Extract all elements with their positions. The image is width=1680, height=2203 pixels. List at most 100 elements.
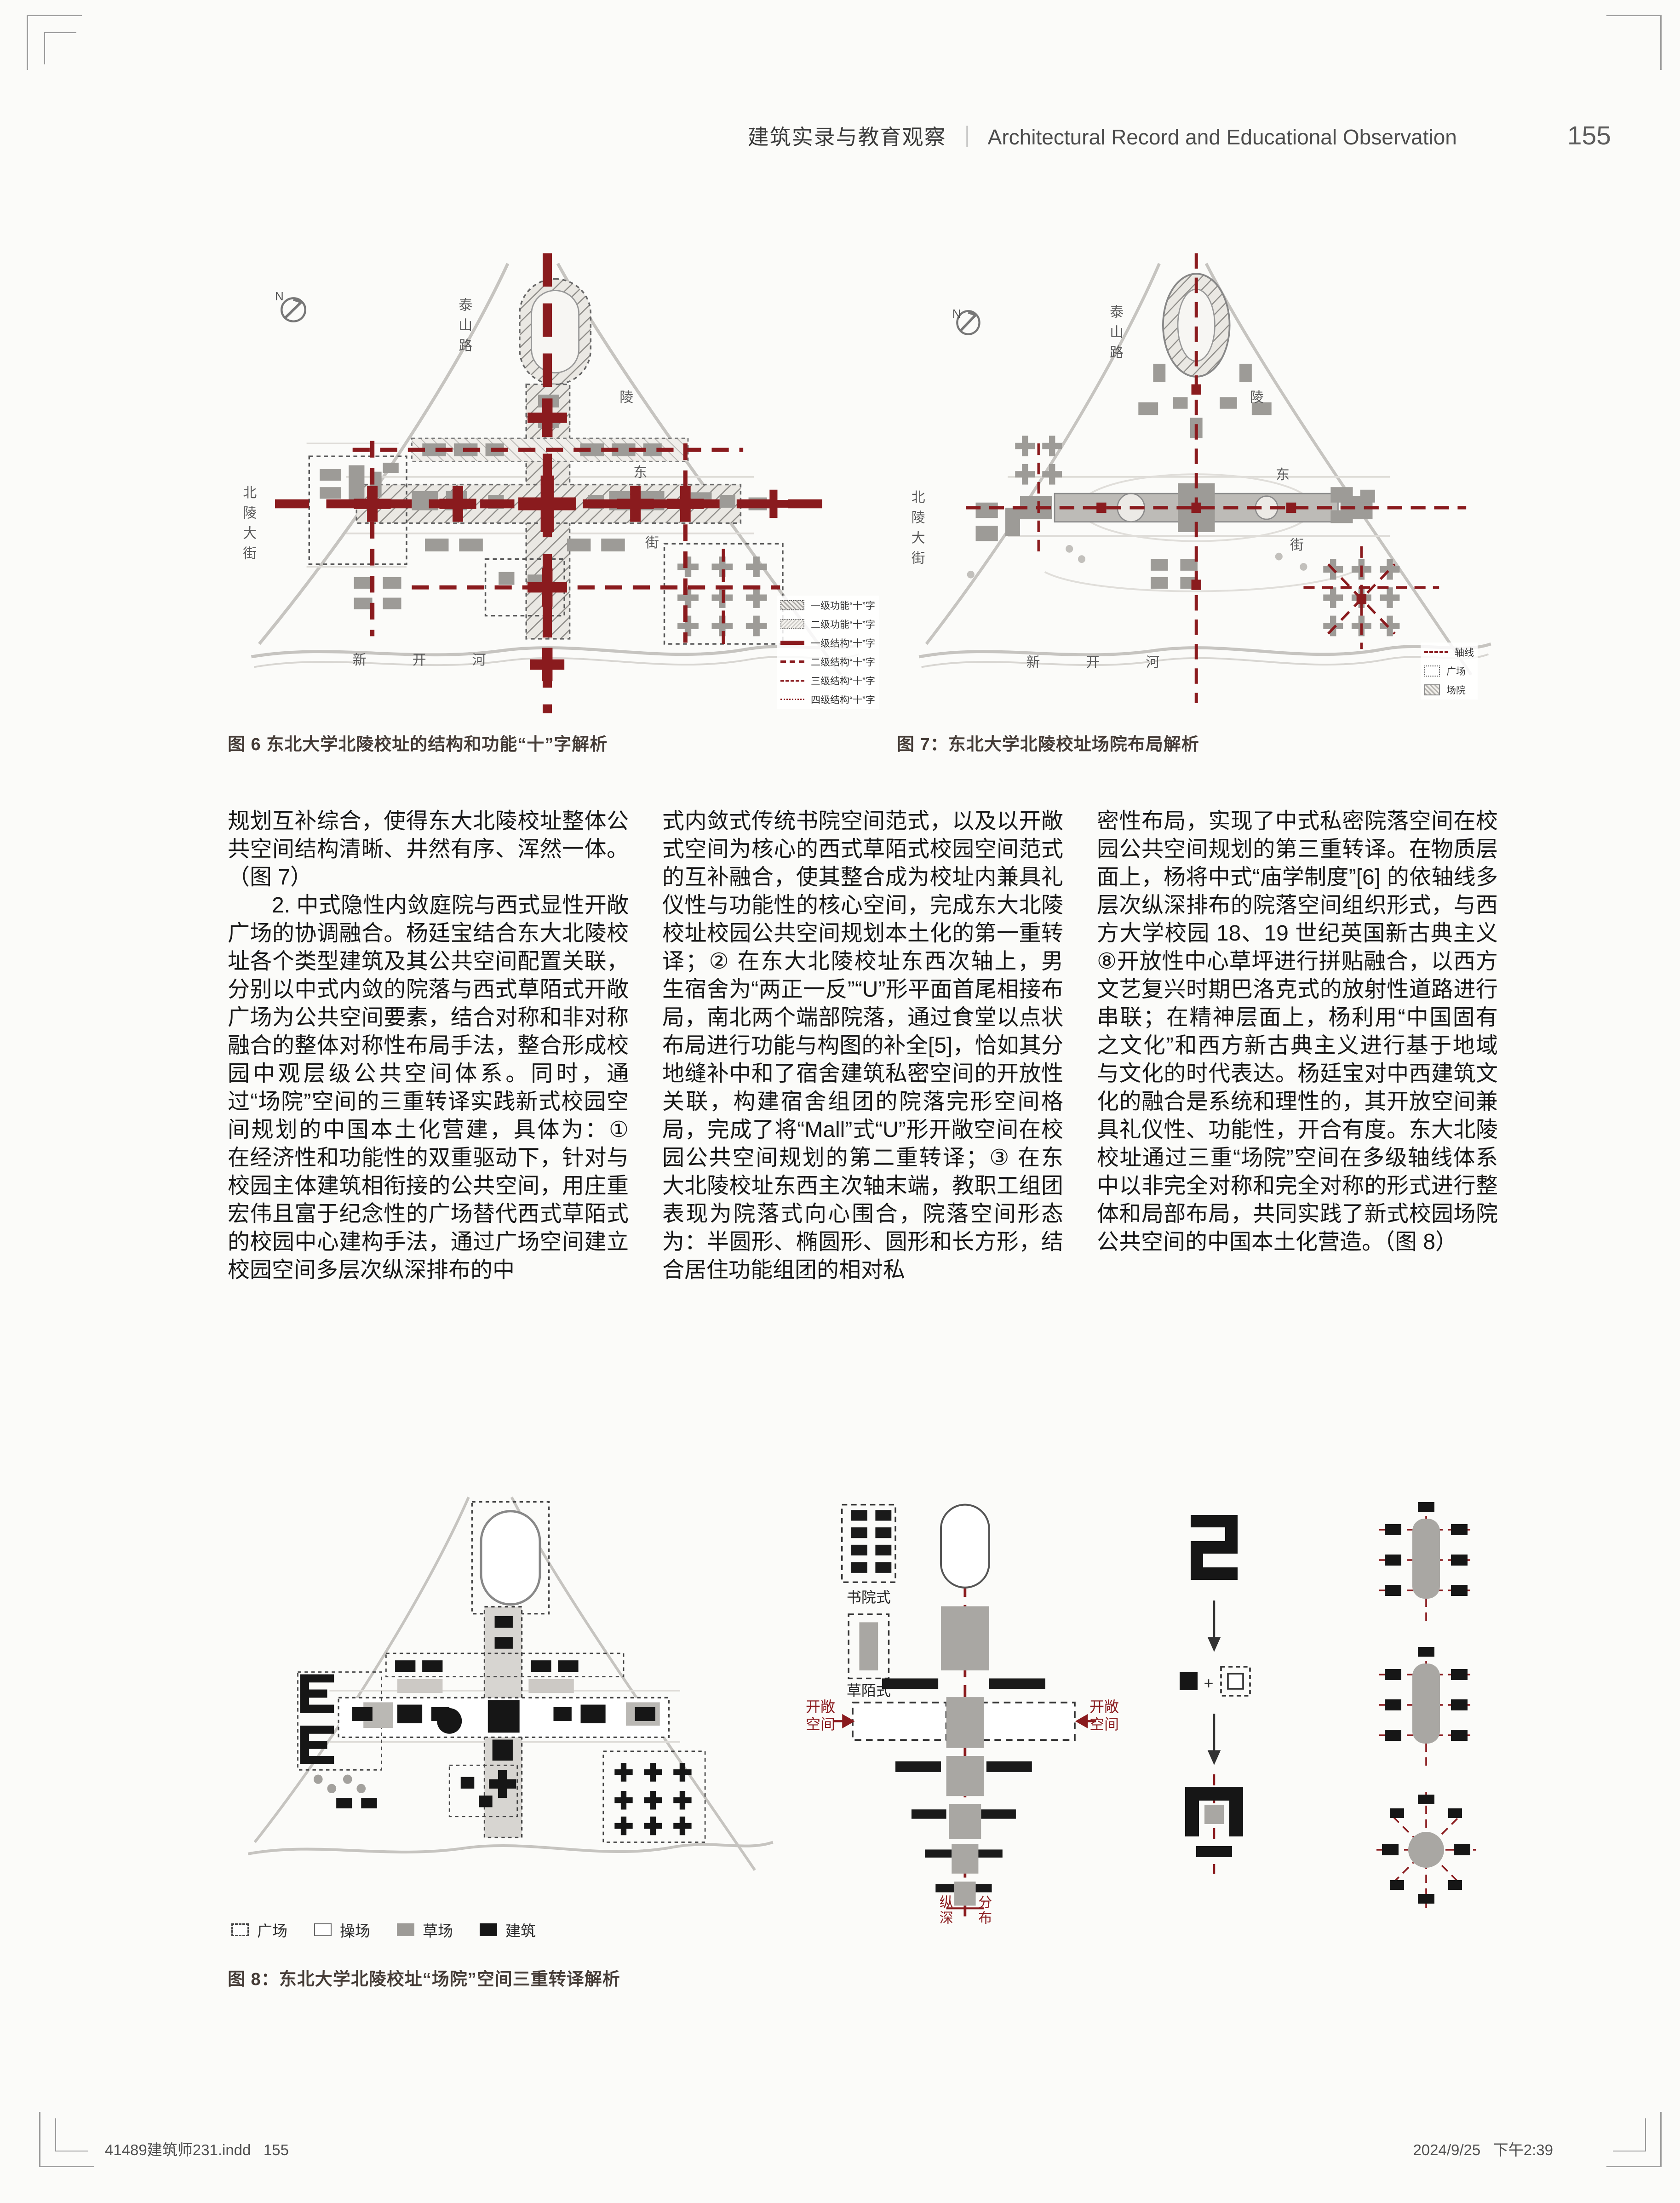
footer-timestamp: 2024/9/25 下午2:39 — [1413, 2141, 1553, 2158]
header-separator: ｜ — [956, 125, 978, 149]
legend-row: 一级功能“十”字 — [780, 598, 875, 612]
legend-item: 操场 — [314, 1919, 370, 1941]
road-label-dong: 东 — [1276, 467, 1290, 483]
figure8-translation-svg: 书院式 草陌式 — [834, 1503, 1096, 1916]
page-footer: 41489建筑师231.indd 155 2024/9/25 下午2:39 — [105, 2138, 1553, 2160]
legend-symbol-axis-icon — [1424, 651, 1448, 653]
north-arrow-icon — [280, 297, 307, 322]
open-space-label-left: 开敞空间 — [805, 1698, 835, 1733]
legend-symbol-structure-4-icon — [780, 699, 805, 700]
open-space-leaders — [834, 1714, 1096, 1729]
legend-row: 三级结构“十”字 — [780, 674, 875, 688]
paragraph: 规划互补综合，使得东大北陵校址整体公共空间结构清晰、井然有序、浑然一体。（图 7… — [228, 809, 629, 889]
figure6-map-svg — [251, 253, 862, 714]
legend-symbol-courtyard-icon — [1424, 684, 1440, 695]
road-label-dong: 东 — [633, 465, 648, 481]
legend-label: 场院 — [1446, 685, 1466, 696]
page-header: 建筑实录与教育观察 ｜ Architectural Record and Edu… — [0, 120, 1611, 151]
road-label-taishan: 泰山路 — [1107, 304, 1123, 366]
legend-label: 操场 — [340, 1922, 370, 1939]
legend-label: 广场 — [257, 1922, 287, 1939]
north-arrow-icon — [956, 310, 980, 335]
legend-symbol-lawn-icon — [397, 1923, 414, 1936]
road-label-jie: 街 — [1290, 538, 1304, 553]
figure-6: N 泰山路 陵 东 街 北陵大街 新开河 一级功能“十”字 二级功能“十”字 一… — [228, 251, 885, 755]
legend-label: 三级结构“十”字 — [811, 676, 876, 687]
footer-file-info: 41489建筑师231.indd 155 — [105, 2141, 289, 2158]
legend-label: 广场 — [1446, 666, 1466, 677]
figure8-legend: 广场 操场 草场 建筑 — [231, 1919, 536, 1941]
figure6-map: N 泰山路 陵 东 街 北陵大街 新开河 一级功能“十”字 二级功能“十”字 一… — [228, 251, 885, 720]
figure8-courtyard-diagram: + — [1166, 1504, 1262, 1890]
road-label-beiling: 北陵大街 — [241, 485, 256, 566]
depth-label: 纵深 — [937, 1895, 952, 1927]
shuyuan-label: 书院式 — [847, 1589, 891, 1606]
radial-unit-2 — [1379, 1647, 1473, 1766]
legend-row: 场院 — [1424, 683, 1474, 697]
figure8-caption: 图 8：东北大学北陵校址“场院”空间三重转译解析 — [228, 1970, 620, 1989]
north-label: N — [952, 307, 961, 321]
plus-sign: + — [1204, 1674, 1213, 1692]
figure8-radial-svg — [1376, 1502, 1476, 1908]
legend-symbol-structure-1-icon — [780, 641, 805, 645]
legend-symbol-structure-3-icon — [780, 679, 805, 682]
road-label-taishan: 泰山路 — [456, 298, 472, 358]
paragraph: 密性布局，实现了中式私密院落空间在校园公共空间规划的第三重转译。在物质层面上，杨… — [1097, 809, 1498, 1254]
north-label: N — [275, 289, 284, 303]
legend-row: 一级结构“十”字 — [780, 636, 875, 650]
road-label-ling: 陵 — [1250, 390, 1264, 405]
road-label-jie: 街 — [645, 535, 659, 551]
paragraph: 2. 中式隐性内敛庭院与西式显性开敞广场的协调融合。杨廷宝结合东大北陵校址各个类… — [228, 893, 629, 1282]
paragraph: 式内敛式传统书院空间范式，以及以开敞式空间为核心的西式草陌式校园空间范式的互补融… — [662, 809, 1063, 1282]
figure8-map — [228, 1486, 793, 1911]
legend-symbol-playground-icon — [314, 1923, 332, 1936]
s-shape — [1191, 1515, 1238, 1580]
legend-symbol-plaza-icon — [1424, 665, 1440, 677]
radial-unit-1 — [1379, 1502, 1473, 1621]
shuyuan-diagram: 书院式 — [841, 1503, 896, 1606]
buildings-layer — [300, 1616, 692, 1836]
legend-label: 草场 — [423, 1922, 453, 1939]
legend-row: 广场 — [1424, 664, 1474, 678]
crop-mark-bottom-right-inner — [1613, 2118, 1646, 2151]
open-space-label-right: 开敞空间 — [1089, 1698, 1119, 1733]
crop-mark-top-left — [27, 15, 82, 70]
arrow-down-icon — [1207, 1714, 1221, 1765]
cross-markers-layer — [354, 398, 788, 682]
figure7-caption: 图 7：东北大学北陵校址场院布局解析 — [897, 735, 1199, 754]
legend-label: 一级结构“十”字 — [811, 638, 876, 649]
crop-mark-bottom-left — [39, 2112, 94, 2167]
radial-unit-3 — [1376, 1792, 1476, 1908]
composition-row: + — [1180, 1666, 1251, 1697]
legend-row: 二级结构“十”字 — [780, 655, 875, 669]
legend-symbol-plaza-icon — [231, 1923, 249, 1936]
legend-label: 二级功能“十”字 — [811, 619, 876, 630]
figure6-caption: 图 6 东北大学北陵校址的结构和功能“十”字解析 — [228, 735, 608, 754]
road-label-xinkai: 新开河 — [1026, 655, 1206, 671]
buildings-layer — [967, 363, 1400, 637]
trees-layer — [313, 1774, 366, 1794]
legend-row: 二级功能“十”字 — [780, 617, 875, 631]
journal-section-title-cn: 建筑实录与教育观察 — [747, 125, 946, 149]
body-column-2: 式内敛式传统书院空间范式，以及以开敞式空间为核心的西式草陌式校园空间范式的互补融… — [662, 807, 1063, 1284]
journal-section-title-en: Architectural Record and Educational Obs… — [987, 125, 1457, 149]
figure8-map-svg — [247, 1496, 774, 1871]
stadium-outline — [940, 1503, 990, 1589]
distribution-label: 分布 — [976, 1895, 992, 1927]
figure7-map: N 泰山路 陵 东 街 北陵大街 新开河 轴线 广场 场院 — [897, 251, 1513, 720]
courtyard-result — [1185, 1774, 1243, 1874]
legend-label: 二级结构“十”字 — [811, 657, 876, 668]
legend-label: 一级功能“十”字 — [811, 600, 876, 611]
crop-mark-top-right — [1606, 15, 1662, 70]
road-label-beiling: 北陵大街 — [909, 490, 924, 571]
legend-label: 四级结构“十”字 — [811, 694, 876, 706]
legend-label: 轴线 — [1455, 647, 1474, 658]
legend-item: 建筑 — [480, 1919, 536, 1941]
figure7-legend: 轴线 广场 场院 — [1421, 642, 1478, 700]
page-number: 155 — [1567, 121, 1611, 150]
legend-label: 建筑 — [505, 1922, 536, 1939]
figure8-translation-diagram: 书院式 草陌式 — [805, 1499, 1119, 1927]
crop-mark-top-left-inner — [44, 32, 76, 64]
stadium — [1162, 273, 1231, 378]
legend-item: 广场 — [231, 1919, 287, 1941]
